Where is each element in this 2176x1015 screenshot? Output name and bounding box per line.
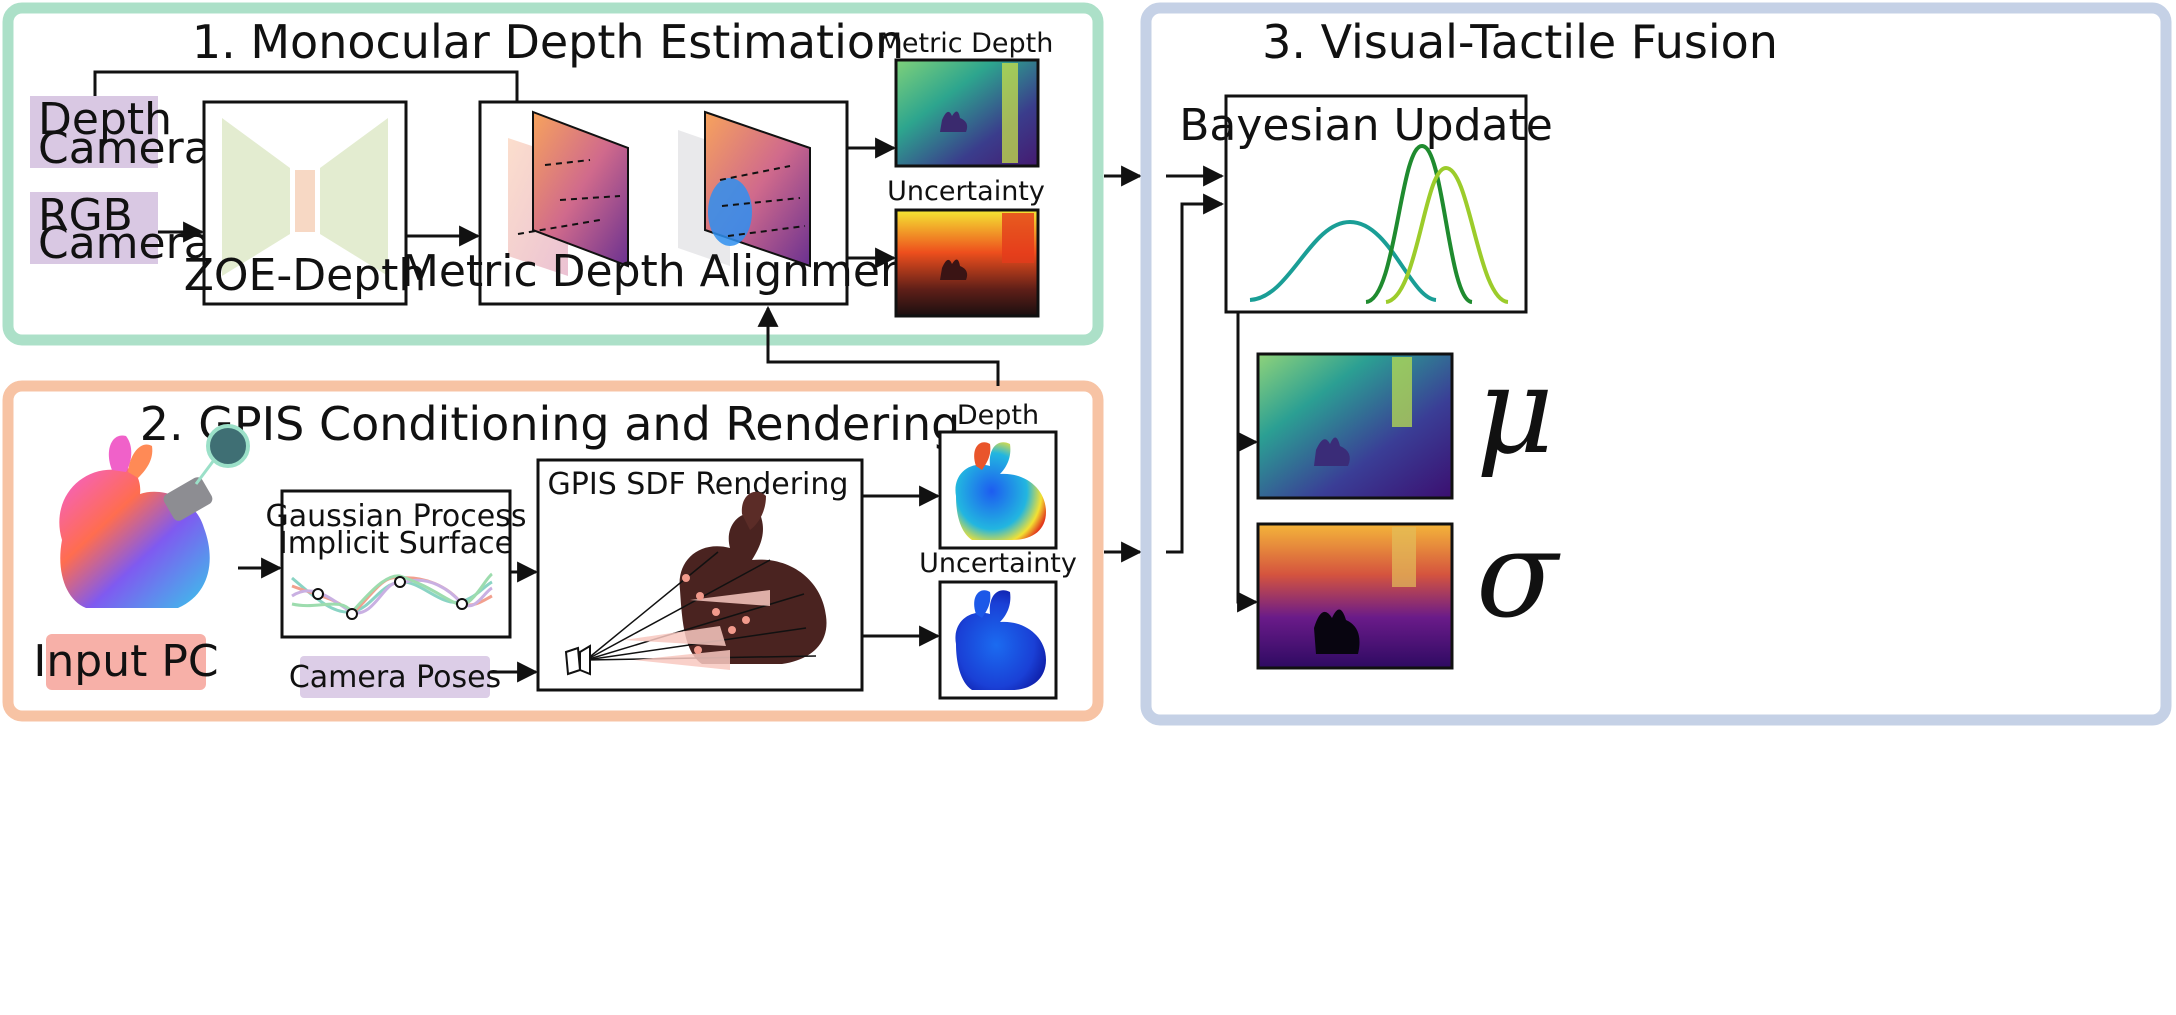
- bayesian-update-box: [1224, 94, 1528, 314]
- gp-observation-points: [312, 576, 468, 620]
- rgb-camera-box: [30, 192, 158, 264]
- section3-title: 3. Visual-Tactile Fusion: [1262, 15, 1778, 69]
- rendered-brown-bunny: [679, 491, 827, 664]
- rgb-camera-label-line1: RGB: [38, 190, 133, 241]
- posterior-curve: [1365, 143, 1473, 304]
- tactile-sensor: [163, 424, 250, 521]
- gp-implicit-label-line2: Implicit Surface: [279, 526, 513, 561]
- input-pc-box: [46, 634, 206, 690]
- ray-sample-points: [682, 574, 750, 654]
- depth-caption: Depth: [957, 400, 1039, 431]
- depth-camera-label-line2: Camera: [38, 123, 211, 174]
- uncertainty-bunny: [955, 590, 1046, 690]
- gp-implicit-box: [280, 489, 512, 639]
- depth-camera-label-line1: Depth: [38, 94, 172, 145]
- input-pc-label: Input PC: [33, 636, 218, 687]
- zoe-encoder-shape: [222, 118, 290, 276]
- metric-depth-bunny: [940, 111, 968, 132]
- metric-alignment-label: Metric Depth Alignment: [401, 246, 925, 297]
- measurement-curve: [1385, 165, 1509, 304]
- uncertainty-top-caption: Uncertainty: [887, 176, 1045, 207]
- camera-poses-label: Camera Poses: [289, 660, 501, 695]
- sigma-symbol: σ: [1476, 506, 1561, 645]
- zoe-depth-label: ZOE-Depth: [184, 250, 426, 301]
- mu-bunny: [1314, 437, 1350, 466]
- gp-implicit-label-line1: Gaussian Process: [266, 499, 527, 534]
- mu-bright-strip: [1392, 357, 1412, 427]
- mu-image: [1256, 352, 1454, 500]
- zoe-bottleneck: [295, 170, 315, 232]
- camera-icon: [564, 644, 591, 676]
- prior-curve: [1249, 219, 1437, 302]
- sigma-bright-strip: [1392, 527, 1416, 587]
- gpis-render-label: GPIS SDF Rendering: [548, 467, 849, 502]
- ray-uncertainty-cones: [624, 590, 770, 670]
- arrow-gpis-to-alignment: [757, 305, 1000, 386]
- metric-depth-bright-strip: [1002, 63, 1018, 163]
- uncertainty-top-red-strip: [1002, 213, 1034, 263]
- arrow-bayes-to-sigma: [1236, 442, 1259, 613]
- uncertainty-bottom-caption: Uncertainty: [919, 548, 1077, 579]
- depth-camera-box: [30, 96, 158, 168]
- mu-symbol: μ: [1476, 342, 1554, 481]
- alignment-correspondence-lines: [517, 159, 806, 237]
- section2-title: 2. GPIS Conditioning and Rendering: [140, 397, 961, 451]
- alignment-plane-left: [532, 110, 629, 268]
- rgb-camera-label-line2: Camera: [38, 218, 211, 269]
- sigma-bunny: [1314, 609, 1360, 654]
- uncertainty-top-bunny: [940, 259, 968, 280]
- zoe-decoder-shape: [320, 118, 388, 276]
- metric-depth-caption: Metric Depth: [879, 28, 1054, 59]
- alignment-blue-blob: [708, 178, 752, 246]
- depth-bunny: [955, 442, 1046, 540]
- arrow-fusion-in-bottom: [1166, 193, 1225, 554]
- camera-poses-box: [300, 656, 490, 698]
- bayesian-update-label: Bayesian Update: [1179, 100, 1553, 151]
- gaussian-curves: [1249, 143, 1509, 304]
- section1-title: 1. Monocular Depth Estimation: [192, 15, 904, 69]
